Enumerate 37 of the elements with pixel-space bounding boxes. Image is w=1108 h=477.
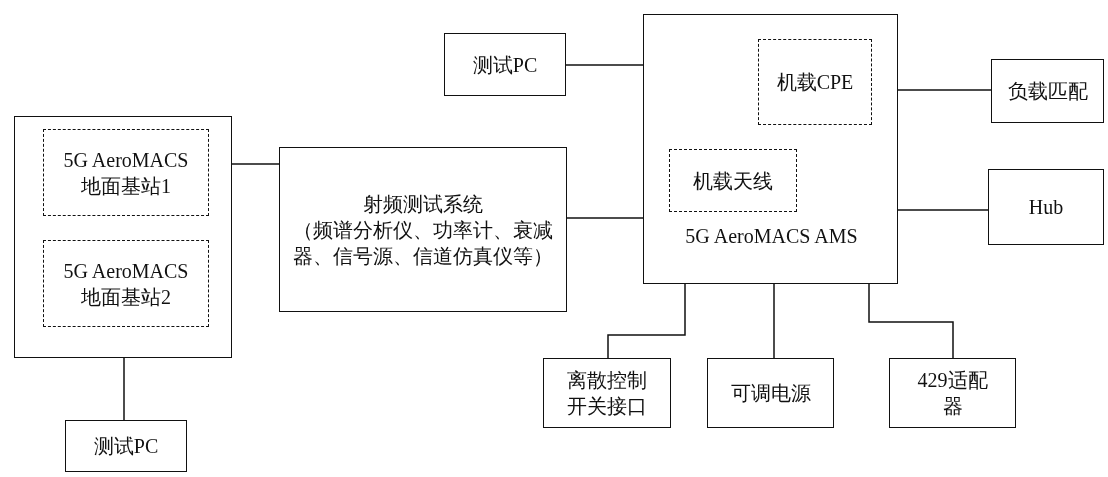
connector-line	[897, 209, 989, 211]
node-label: 测试PC	[472, 52, 538, 78]
connector-line	[123, 357, 125, 421]
ams-box	[643, 14, 898, 284]
connector-line	[565, 64, 644, 66]
node-label: 机载天线	[693, 168, 773, 194]
base-station-box	[43, 240, 209, 327]
node-label: 429适配器	[916, 368, 989, 419]
device-box	[988, 169, 1104, 245]
node-label: 离散控制开关接口	[566, 368, 648, 419]
node-label: Hub	[1028, 195, 1064, 220]
module-box	[758, 39, 872, 125]
base-station-box	[43, 129, 209, 216]
module-box	[669, 149, 797, 212]
connector-line	[231, 163, 280, 165]
device-box	[543, 358, 671, 428]
node-label: 5G AeroMACS 地面基站1	[62, 147, 190, 199]
node-label: 机载CPE	[776, 70, 854, 95]
node-label: 射频测试系统	[362, 191, 484, 217]
node-label: 测试PC	[93, 434, 159, 459]
connector-line	[897, 89, 992, 91]
test-system-box	[279, 147, 567, 312]
connector-line	[773, 283, 775, 359]
device-box	[991, 59, 1104, 123]
device-box	[65, 420, 187, 472]
node-label: 负载匹配	[1007, 79, 1088, 104]
connector-line	[868, 283, 954, 359]
node-label: 5G AeroMACS AMS	[684, 224, 859, 249]
connector-line	[566, 217, 644, 219]
node-label: 可调电源	[730, 381, 811, 406]
connector-line	[607, 283, 686, 359]
ground-system-box	[14, 116, 232, 358]
device-box	[444, 33, 566, 96]
node-label: 5G AeroMACS 地面基站2	[62, 258, 190, 310]
device-box	[707, 358, 834, 428]
device-box	[889, 358, 1016, 428]
node-description: （频谱分析仪、功率计、衰减器、信号源、信道仿真仪等）	[292, 217, 554, 269]
